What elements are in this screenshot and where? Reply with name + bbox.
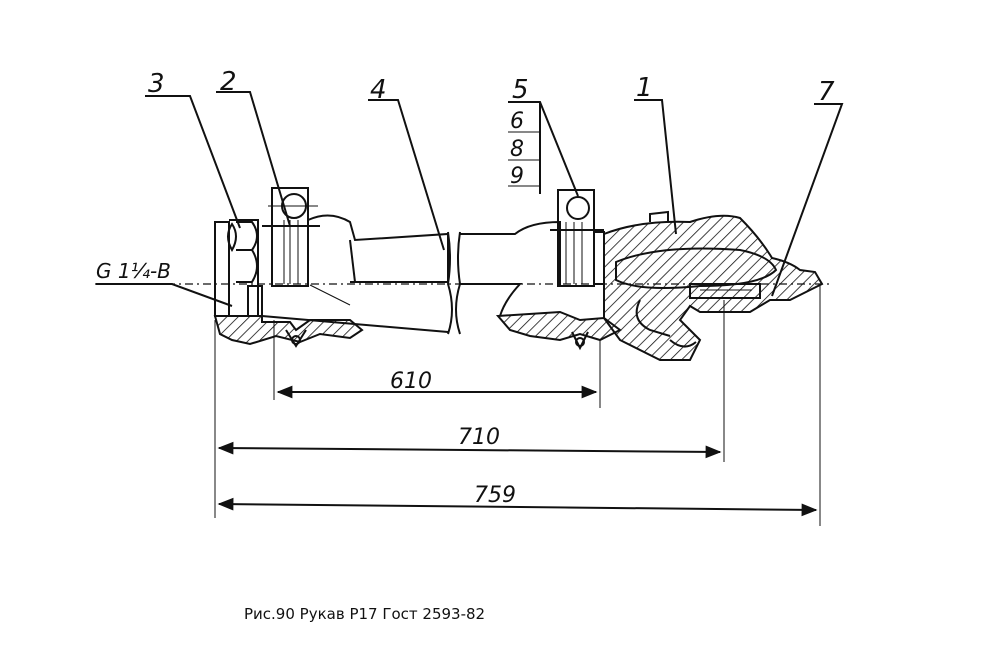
left-hose-clamp: [262, 187, 320, 287]
callout-8: 8: [510, 137, 524, 162]
callout-5: 5: [512, 75, 529, 105]
callout-9: 9: [510, 164, 524, 189]
figure-caption: Рис.90 Рукав Р17 Гост 2593-82: [244, 605, 485, 623]
leader-lines: [96, 91, 844, 307]
thread-designation: G 1¼-B: [96, 259, 171, 283]
callout-7: 7: [818, 77, 835, 107]
callout-4: 4: [370, 75, 387, 105]
dimension-lines: [214, 284, 821, 526]
union-nut: [214, 219, 263, 317]
hose-left-section: [307, 214, 453, 335]
callout-6: 6: [510, 109, 524, 134]
dimension-759: 759: [474, 483, 516, 508]
coupling-head: [603, 210, 824, 361]
callout-1: 1: [636, 73, 653, 103]
dimension-710: 710: [458, 425, 500, 450]
callout-3: 3: [148, 69, 165, 99]
right-fitting-section: [495, 310, 622, 351]
dimension-610: 610: [390, 369, 432, 394]
right-hose-clamp: [550, 189, 605, 287]
hose-right-section: [455, 220, 561, 335]
left-fitting-section: [213, 315, 449, 348]
callout-2: 2: [220, 67, 237, 97]
